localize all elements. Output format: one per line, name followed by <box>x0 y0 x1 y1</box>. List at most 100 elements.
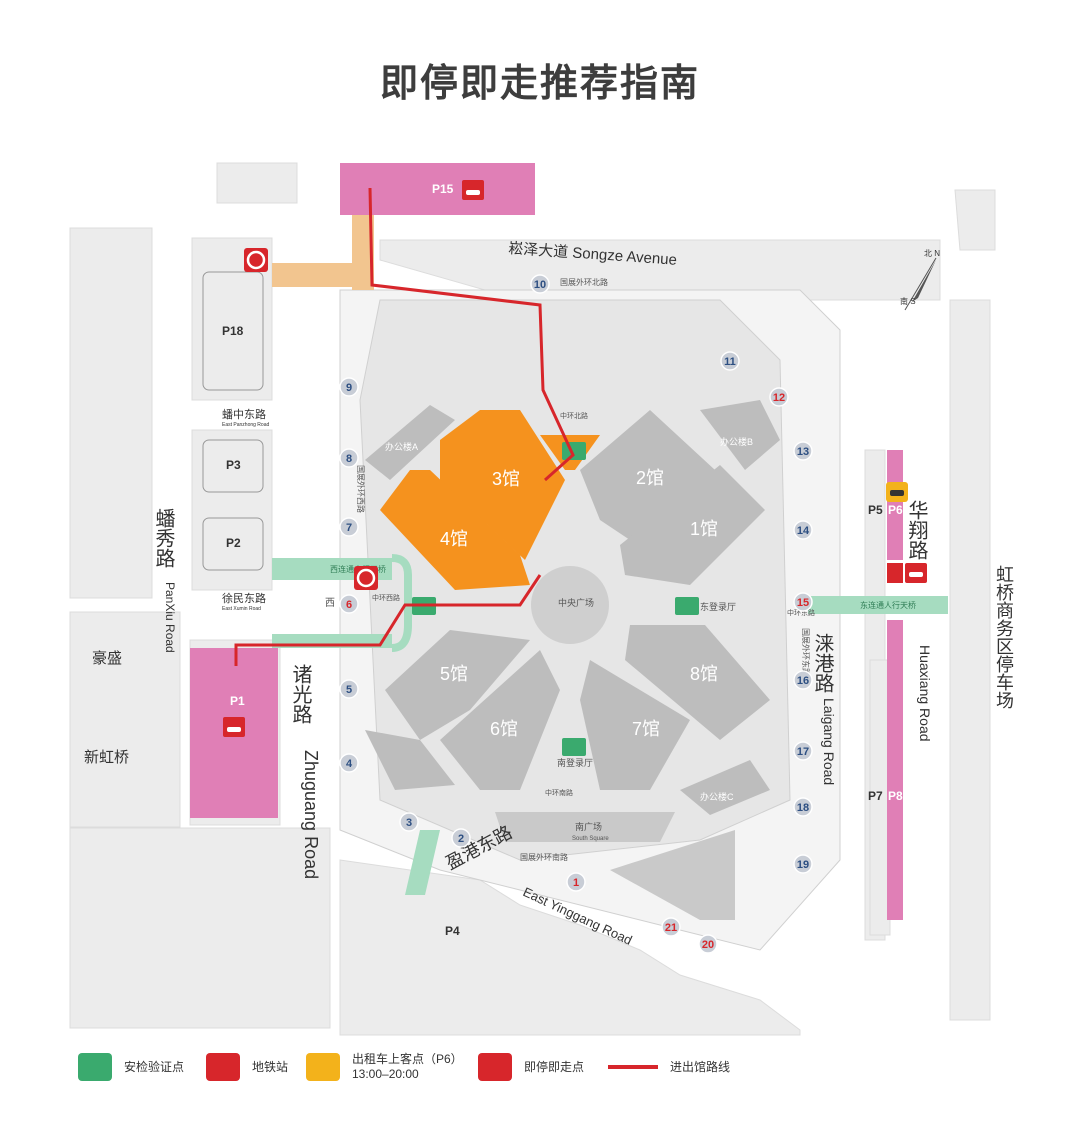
gate-marker <box>793 741 813 761</box>
p18-label: P18 <box>222 324 244 338</box>
gate-marker-label: 18 <box>797 802 809 814</box>
gate-marker-label: 4 <box>346 758 353 770</box>
car-icon <box>905 563 927 583</box>
gate-marker-label: 20 <box>702 939 714 951</box>
metro-icon <box>244 248 268 272</box>
xumin-road-cn: 徐民东路 <box>222 591 266 605</box>
mid-south-label: 中环南路 <box>545 788 573 797</box>
walk-corridor <box>272 210 374 290</box>
p7-label: P7 <box>868 789 883 803</box>
mid-east-label: 中环东路 <box>787 608 815 617</box>
hall-6-label: 6馆 <box>490 719 518 739</box>
office-c-label: 办公楼C <box>700 791 734 802</box>
p3-lot <box>202 439 264 493</box>
legend-security: 安检验证点 <box>78 1050 184 1084</box>
metro-icon <box>354 566 378 590</box>
p4-label: P4 <box>445 924 460 938</box>
gate-marker-label: 5 <box>346 684 352 696</box>
west-ring-label: 国展外环西路 <box>356 465 366 513</box>
hall-3-label: 3馆 <box>492 469 520 489</box>
hall-1 <box>620 465 765 585</box>
gate-marker <box>793 670 813 690</box>
gate-marker <box>339 448 359 468</box>
legend-metro-text: 地铁站 <box>252 1059 289 1074</box>
car-icon <box>223 717 245 737</box>
panxiu-road-cn: 蟠秀路 <box>152 508 175 568</box>
gate-marker-label: 2 <box>458 833 464 845</box>
north-ring-label: 国展外环北路 <box>560 277 608 287</box>
hall-6 <box>440 650 560 790</box>
gate-marker-label: 1 <box>573 877 579 889</box>
gate-marker <box>793 592 813 612</box>
p1-label: P1 <box>230 694 245 708</box>
office-a <box>365 405 455 480</box>
compass: 北 N 南 S <box>900 249 940 311</box>
huaxiang-road-en: Huaxiang Road <box>917 645 933 742</box>
central-plaza-label: 中央广场 <box>558 597 594 608</box>
legend: 安检验证点 地铁站 出租车上客点（P6） 13:00–20:00 即停即走点 进… <box>78 1050 778 1090</box>
legend-taxi-time: 13:00–20:00 <box>352 1067 419 1081</box>
gate-marker <box>793 441 813 461</box>
gate-marker <box>698 934 718 954</box>
parking-lots <box>190 163 903 920</box>
hall-8 <box>625 625 770 740</box>
panzhong-road-en: East Panzhong Road <box>222 422 269 428</box>
p8-label: P8 <box>888 789 903 803</box>
office-b-label: 办公楼B <box>720 436 753 447</box>
gate-marker-label: 17 <box>797 746 809 758</box>
gate-marker <box>661 917 681 937</box>
xinhongqiao-label: 新虹桥 <box>84 749 129 766</box>
taxi-icon <box>886 482 908 502</box>
gate-marker <box>793 520 813 540</box>
zhuguang-road-en: Zhuguang Road <box>301 750 321 879</box>
gate-marker-label: 21 <box>665 922 677 934</box>
gate-marker-label: 7 <box>346 522 352 534</box>
page-title: 即停即走推荐指南 <box>379 63 700 105</box>
gate-marker-label: 11 <box>724 356 736 368</box>
central-plaza <box>525 560 615 650</box>
hall-2-label: 2馆 <box>636 468 664 488</box>
metro-icons <box>244 248 378 590</box>
compass-north: 北 N <box>924 249 940 258</box>
xumin-road-en: East Xumin Road <box>222 606 261 612</box>
p2-label: P2 <box>226 536 241 550</box>
legend-security-text: 安检验证点 <box>124 1059 185 1074</box>
legend-taxi: 出租车上客点（P6） 13:00–20:00 <box>306 1050 463 1084</box>
mid-north-label: 中环北路 <box>560 411 588 420</box>
gate-marker-label: 3 <box>406 817 412 829</box>
office-a-label: 办公楼A <box>385 441 418 452</box>
hall-3 <box>440 410 565 560</box>
gate-marker <box>793 797 813 817</box>
huaxiang-road-cn: 华翔路 <box>905 500 928 560</box>
p8-lot <box>887 620 903 920</box>
south-square-en: South Square <box>572 836 609 842</box>
gate-marker <box>566 872 586 892</box>
panxiu-road-en: PanXiu Road <box>163 582 177 653</box>
legend-route: 进出馆路线 <box>608 1050 730 1084</box>
hall-labels: 3馆 4馆 2馆 1馆 5馆 6馆 8馆 7馆 <box>440 468 718 739</box>
gate-marker-label: 12 <box>773 392 785 404</box>
halls <box>365 400 780 920</box>
legend-route-text: 进出馆路线 <box>670 1059 731 1074</box>
south-lobby-label: 南登录厅 <box>557 757 593 768</box>
west-label: 西 <box>325 598 335 609</box>
gate-marker <box>451 828 471 848</box>
gate-marker-label: 19 <box>797 859 809 871</box>
south-ring-label: 国展外环南路 <box>520 852 568 862</box>
gate-marker-label: 15 <box>797 597 809 609</box>
gate-marker-label: 6 <box>346 599 352 611</box>
east-lobby-label: 东登录厅 <box>700 601 736 612</box>
p15-lot <box>340 163 535 215</box>
route-line-icon <box>608 1065 658 1069</box>
gate-marker-label: 8 <box>346 453 352 465</box>
gate-marker <box>339 517 359 537</box>
gate-marker <box>769 387 789 407</box>
gate-marker-label: 14 <box>797 525 810 537</box>
p6-lot <box>887 450 903 560</box>
gate-marker <box>530 274 550 294</box>
laigang-road-en: Laigang Road <box>821 698 837 785</box>
p2-lot <box>202 517 264 571</box>
compass-south: 南 S <box>900 296 916 306</box>
p5-label: P5 <box>868 503 883 517</box>
